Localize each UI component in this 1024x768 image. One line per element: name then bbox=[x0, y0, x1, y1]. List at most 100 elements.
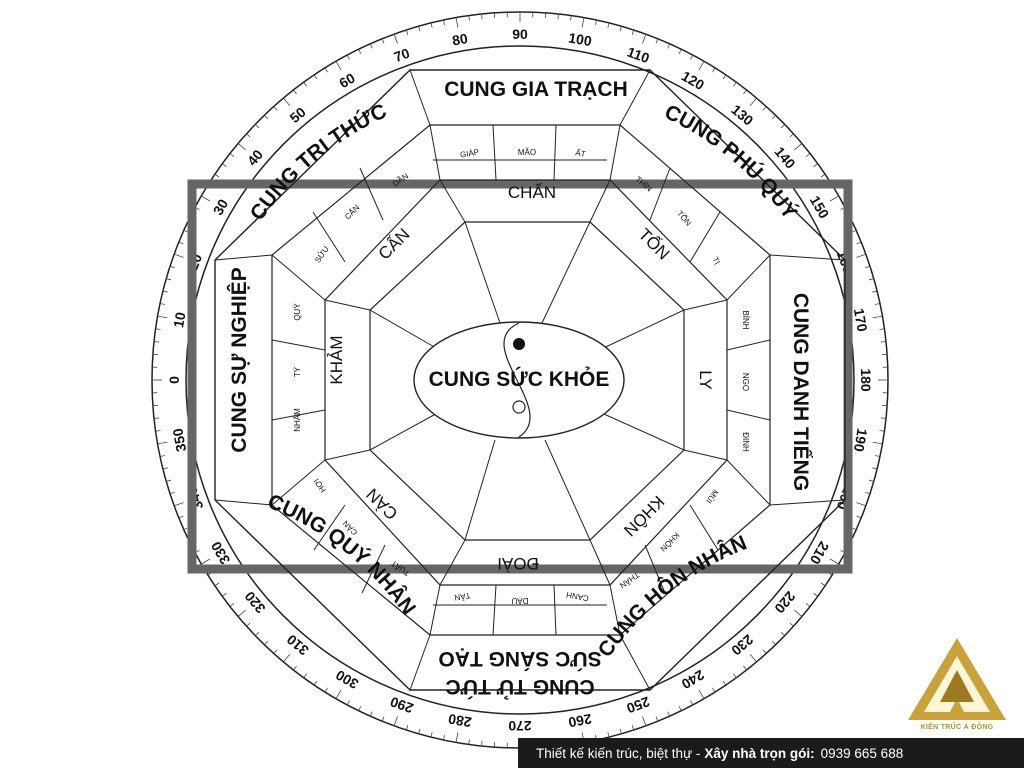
degree-tick bbox=[393, 716, 398, 726]
degree-tick bbox=[246, 622, 251, 627]
degree-tick bbox=[631, 29, 635, 35]
degree-label: 10 bbox=[170, 311, 188, 329]
degree-tick bbox=[865, 491, 871, 495]
degree-tick bbox=[749, 653, 757, 663]
degree-tick bbox=[678, 49, 682, 54]
degree-tick bbox=[690, 54, 694, 60]
degree-label: 70 bbox=[392, 45, 412, 65]
degree-tick bbox=[607, 22, 610, 28]
degree-tick bbox=[793, 609, 803, 617]
mountain-binh: BÍNH bbox=[741, 310, 750, 329]
degree-tick bbox=[157, 441, 168, 445]
degree-tick bbox=[771, 115, 776, 120]
degree-tick bbox=[789, 622, 794, 627]
degree-tick bbox=[155, 430, 161, 432]
degree-tick bbox=[712, 67, 716, 73]
degree-tick bbox=[159, 455, 166, 457]
degree-tick bbox=[369, 711, 373, 717]
degree-label: 140 bbox=[771, 144, 798, 172]
degree-tick bbox=[749, 97, 757, 107]
degree-label: 40 bbox=[244, 146, 266, 168]
degree-tick bbox=[743, 89, 747, 95]
degree-tick bbox=[369, 43, 373, 49]
degree-tick bbox=[642, 716, 647, 726]
degree-label: 170 bbox=[851, 307, 871, 333]
degree-label: 350 bbox=[169, 427, 189, 453]
logo-triangle-icon bbox=[908, 638, 1006, 720]
degree-tick bbox=[214, 173, 220, 178]
degree-label: 190 bbox=[851, 427, 871, 453]
mountain-suu: SỬU bbox=[313, 244, 331, 264]
sector-lines bbox=[214, 69, 846, 691]
degree-tick bbox=[874, 455, 881, 457]
degree-label: 250 bbox=[624, 694, 652, 717]
degree-tick bbox=[581, 17, 585, 28]
trigram-can-nw: CÀN bbox=[363, 484, 402, 523]
degree-tick bbox=[229, 603, 235, 607]
degree-tick bbox=[153, 341, 160, 343]
degree-tick bbox=[324, 687, 328, 693]
degree-tick bbox=[642, 34, 647, 44]
degree-label: 90 bbox=[512, 26, 528, 42]
brand-logo: KIẾN TRÚC Á ĐÔNG bbox=[902, 632, 1012, 738]
degree-tick bbox=[595, 19, 597, 26]
degree-tick bbox=[381, 38, 385, 44]
mountain-at: ẤT bbox=[575, 147, 587, 159]
degree-tick bbox=[358, 706, 362, 711]
yin-yang-curve bbox=[503, 322, 531, 438]
degree-tick bbox=[283, 97, 291, 107]
degree-tick bbox=[631, 725, 635, 731]
center-ellipse bbox=[413, 321, 625, 439]
trigram-khon: KHÔN bbox=[620, 492, 668, 540]
mountain-quy: QUÝ bbox=[293, 303, 302, 321]
degree-label: 100 bbox=[567, 29, 593, 49]
degree-label: 210 bbox=[807, 539, 833, 567]
degree-label: 300 bbox=[333, 667, 361, 693]
degree-tick bbox=[159, 303, 166, 305]
degree-tick bbox=[214, 582, 220, 587]
degree-tick bbox=[698, 689, 705, 699]
degree-label: 150 bbox=[807, 193, 833, 221]
palace-bottom-line1: CUNG TỬ TỨC bbox=[445, 675, 594, 699]
degree-tick bbox=[619, 26, 622, 32]
degree-tick bbox=[178, 241, 184, 245]
degree-tick bbox=[771, 640, 776, 645]
mountain-ngo: NGỌ bbox=[741, 373, 750, 391]
mountain-tan: TÂN bbox=[454, 591, 472, 603]
degree-tick bbox=[805, 603, 811, 607]
degree-tick bbox=[346, 700, 350, 706]
degree-tick bbox=[222, 163, 227, 167]
degree-tick bbox=[872, 441, 883, 445]
degree-tick bbox=[607, 732, 610, 738]
degree-label: 320 bbox=[241, 588, 268, 616]
mountain-ty: TÝ bbox=[293, 366, 302, 377]
degree-tick bbox=[820, 582, 826, 587]
degree-inner-ring bbox=[185, 45, 855, 715]
degree-tick bbox=[418, 26, 421, 32]
degree-tick bbox=[678, 706, 682, 711]
trigram-doai: ĐOÀI bbox=[497, 554, 539, 573]
degree-label: 260 bbox=[567, 711, 593, 731]
palace-bottom-line2: SỨC SÁNG TẠO bbox=[438, 647, 601, 671]
yang-dot bbox=[512, 400, 526, 414]
degree-tick bbox=[157, 315, 168, 319]
degree-tick bbox=[829, 195, 839, 202]
degree-tick bbox=[468, 739, 470, 745]
degree-tick bbox=[358, 49, 362, 54]
degree-tick bbox=[874, 303, 881, 305]
degree-label: 50 bbox=[286, 104, 308, 126]
mountain-ton: TỐN bbox=[675, 208, 694, 228]
center-label: CUNG SỨC KHỎE bbox=[429, 367, 610, 391]
degree-tick bbox=[865, 265, 871, 269]
degree-tick bbox=[481, 740, 483, 747]
degree-tick bbox=[405, 725, 409, 731]
degree-tick bbox=[393, 34, 398, 44]
degree-tick bbox=[667, 43, 671, 49]
degree-label: 230 bbox=[728, 631, 756, 658]
logo-text: KIẾN TRÚC Á ĐÔNG bbox=[920, 724, 994, 731]
degree-tick bbox=[273, 106, 278, 111]
degree-tick bbox=[762, 106, 767, 111]
degree-tick bbox=[430, 732, 433, 738]
mountain-can-ne: CẤN bbox=[342, 202, 361, 221]
degree-tick bbox=[872, 290, 878, 293]
